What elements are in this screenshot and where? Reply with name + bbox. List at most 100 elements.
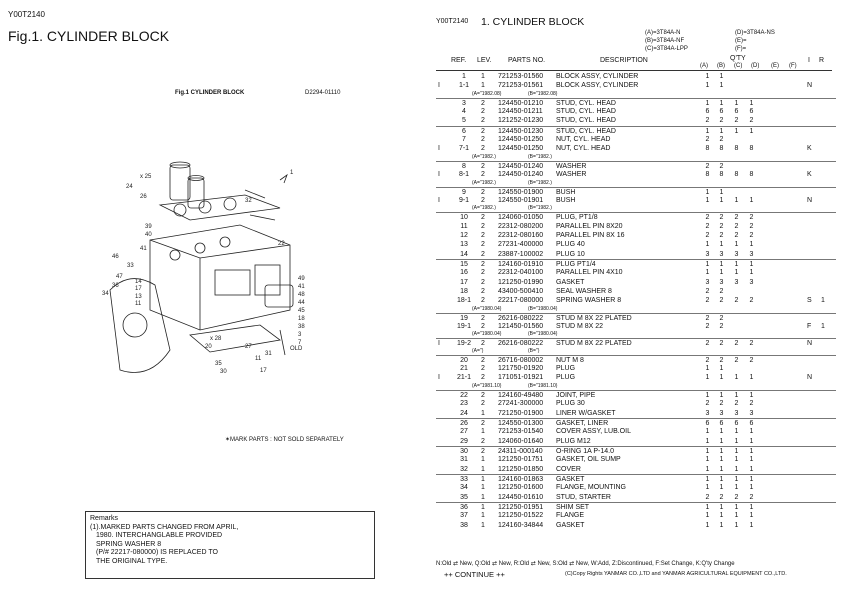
level: 1 (481, 428, 485, 436)
part-number: 26716-080002 (498, 356, 544, 364)
qty-d: 6 (749, 419, 754, 427)
level: 2 (481, 241, 485, 249)
ref-no: 5 (462, 117, 466, 125)
header-b: (B) (717, 63, 725, 69)
part-number: 721250-01900 (498, 409, 544, 417)
callout-45: 45 (298, 308, 305, 314)
level: 2 (481, 356, 485, 364)
qty-a: 1 (705, 82, 710, 90)
part-number: 124450-01250 (498, 145, 544, 153)
description: PLUG M12 (556, 437, 591, 445)
change-code: N (807, 196, 813, 204)
ref-no: 10 (460, 214, 468, 222)
exploded-diagram: Fig.1 CYLINDER BLOCK D2294-01110 (40, 80, 370, 450)
qty-c: 1 (734, 374, 739, 382)
level: 1 (481, 456, 485, 464)
description: STUD, CYL. HEAD (556, 117, 616, 125)
qty-c: 2 (734, 222, 739, 230)
qty-d: 1 (749, 374, 754, 382)
ref-no: 35 (460, 493, 468, 501)
level: 2 (481, 323, 485, 331)
qty-b: 2 (719, 214, 724, 222)
callout-48: 48 (298, 292, 305, 298)
ref-no: 19 (460, 314, 468, 322)
continue-marker: ++ CONTINUE ++ (444, 570, 505, 579)
remarks-box: Remarks (1).MARKED PARTS CHANGED FROM AP… (85, 511, 375, 579)
part-number: 124550-01900 (498, 188, 544, 196)
ref-no: 34 (460, 484, 468, 492)
qty-d: 3 (749, 409, 754, 417)
header-a: (A) (700, 63, 708, 69)
qty-b: 1 (719, 269, 724, 277)
description: O-RING 1A P-14.0 (556, 447, 614, 455)
qty-c: 1 (734, 456, 739, 464)
date-note-row: (A="1982.)(B="1982.) (436, 154, 796, 161)
diagram-code: D2294-01110 (305, 90, 341, 96)
level: 1 (481, 465, 485, 473)
ref-no: 11 (460, 222, 468, 230)
description: GASKET (556, 521, 585, 529)
callout-18: 18 (298, 316, 305, 322)
qty-c: 1 (734, 475, 739, 483)
header-i: I (808, 57, 810, 64)
date-note-b: (B="1982.) (528, 179, 552, 186)
ref-no: 23 (460, 400, 468, 408)
description: GASKET (556, 475, 585, 483)
qty-a: 1 (705, 374, 710, 382)
qty-b: 2 (719, 356, 724, 364)
ref-no: 17 (460, 278, 468, 286)
qty-b: 2 (719, 222, 724, 230)
description: SPRING WASHER 8 (556, 297, 622, 305)
qty-c: 6 (734, 108, 739, 116)
header-description: DESCRIPTION (600, 57, 648, 64)
ref-no: 21 (460, 365, 468, 373)
part-number: 23887-100002 (498, 250, 544, 258)
part-number: 124160-01863 (498, 475, 544, 483)
qty-b: 1 (719, 374, 724, 382)
qty-a: 2 (705, 400, 710, 408)
